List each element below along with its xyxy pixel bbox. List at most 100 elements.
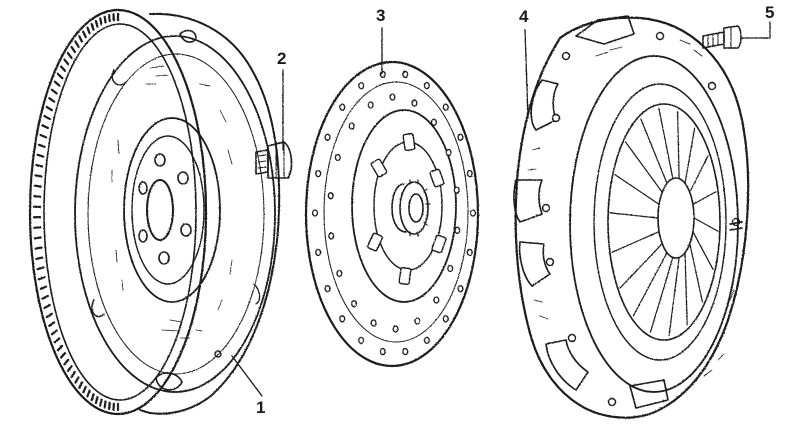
lining-rivet: [442, 103, 449, 111]
diaphragm-finger: [614, 173, 660, 205]
ring-gear-tooth: [90, 22, 95, 31]
lining-rivet: [324, 133, 331, 141]
ring-gear-tooth: [53, 80, 61, 87]
cover-tab-bottom: [545, 339, 589, 391]
ring-gear-tooth: [37, 276, 46, 281]
lining-rivet: [339, 315, 346, 323]
lining-rivet: [327, 192, 334, 200]
ring-gear-tooth: [50, 88, 58, 95]
ring-gear-tooth: [39, 285, 48, 291]
lining-rivet: [379, 70, 386, 79]
lining-rivet: [389, 93, 396, 101]
lining-rivet: [324, 285, 331, 293]
lining-rivet: [447, 264, 454, 273]
callout-1: 1: [256, 398, 266, 417]
ring-gear-tooth: [53, 337, 61, 344]
lining-rivet: [348, 122, 355, 130]
flywheel: [28, 8, 281, 416]
ring-gear-tooth: [74, 376, 80, 384]
lining-rivet: [367, 101, 374, 109]
pressure-plate-cover: [514, 16, 750, 419]
callout-5: 5: [765, 3, 775, 22]
flywheel-face: [74, 35, 276, 393]
diaphragm-finger: [684, 127, 696, 184]
ring-gear-tooth: [99, 17, 103, 26]
flywheel-notch-left: [111, 69, 127, 86]
lining-rivet: [414, 317, 421, 325]
ring-gear-tooth: [33, 236, 42, 240]
ring-gear-tooth: [34, 174, 43, 178]
ring-gear-tooth: [56, 344, 64, 352]
lining-rivet: [457, 285, 464, 293]
ring-gear-teeth: [32, 12, 120, 412]
clutch-disc-hub-plate: [351, 109, 457, 303]
flywheel-bolt: [255, 141, 293, 179]
ring-gear-tooth: [45, 105, 53, 112]
ring-gear-tooth: [39, 133, 48, 139]
diaphragm-finger: [676, 111, 680, 180]
callout-4: 4: [519, 7, 529, 26]
lining-rivet: [392, 325, 399, 333]
ring-gear-tooth: [99, 398, 103, 407]
clutch-disc: [304, 60, 480, 368]
lining-rivet: [433, 296, 440, 304]
callout-3: 3: [376, 6, 386, 25]
ring-gear-tooth: [66, 365, 73, 373]
leader-5: [741, 21, 771, 39]
lining-rivets: [311, 70, 477, 356]
diaphragm-finger: [611, 231, 660, 253]
lining-rivet: [402, 70, 409, 79]
diaphragm-fingers: [609, 107, 719, 337]
lining-rivet: [351, 300, 358, 308]
cover-tab-left-lower: [518, 241, 551, 287]
diaphragm-finger: [689, 243, 704, 303]
flywheel-ring-gear-outer: [28, 8, 208, 416]
flywheel-hub-outer: [123, 117, 221, 303]
pressure-plate-bolt: [702, 25, 742, 49]
diaphragm-finger: [689, 155, 709, 193]
ring-gear-tooth: [82, 385, 87, 394]
cover-tab-left-mid: [513, 179, 543, 223]
ring-gear-tooth: [78, 381, 84, 389]
pressure-plate-ring-outer: [569, 55, 739, 393]
diaphragm-finger: [619, 243, 663, 289]
flywheel-shading: [111, 65, 233, 339]
ring-gear-tooth: [107, 401, 111, 410]
leader-4: [524, 29, 529, 119]
flywheel-center-bore: [146, 179, 174, 241]
ring-gear-tooth: [35, 256, 44, 261]
lining-rivet: [423, 82, 430, 90]
ring-gear-tooth: [103, 15, 107, 24]
diaphragm-finger: [684, 252, 688, 326]
ring-gear-tooth: [70, 45, 76, 54]
flywheel-notch-top: [179, 29, 197, 43]
flywheel-notch-bottom: [155, 372, 183, 391]
lining-rivet: [423, 336, 430, 344]
lining-rivet: [370, 319, 377, 327]
ring-gear-tooth: [94, 396, 99, 405]
ring-gear-tooth: [48, 97, 56, 103]
callout-2: 2: [277, 49, 287, 68]
ring-gear-tooth: [41, 124, 49, 130]
ring-gear-tooth: [45, 312, 53, 319]
diaphragm-finger: [693, 217, 719, 232]
ring-gear-tooth: [63, 358, 70, 366]
ring-gear-tooth: [78, 35, 84, 43]
lining-rivet: [334, 153, 341, 162]
diaphragm-finger: [609, 212, 659, 219]
leader-1: [231, 355, 263, 397]
diaphragm-finger: [632, 252, 668, 317]
lining-rivet: [336, 269, 343, 278]
ring-gear-tooth: [41, 294, 49, 300]
ring-gear-tooth: [56, 72, 64, 80]
lining-rivet: [315, 248, 322, 257]
flywheel-rim-back: [139, 12, 281, 415]
lining-rivet: [430, 118, 437, 126]
diaphragm-finger: [640, 118, 668, 184]
ring-gear-tooth: [66, 51, 73, 59]
lining-rivet: [358, 336, 365, 344]
ring-gear-tooth: [34, 246, 43, 250]
clutch-disc-lining-inner: [323, 81, 469, 343]
lining-rivet: [442, 315, 449, 323]
